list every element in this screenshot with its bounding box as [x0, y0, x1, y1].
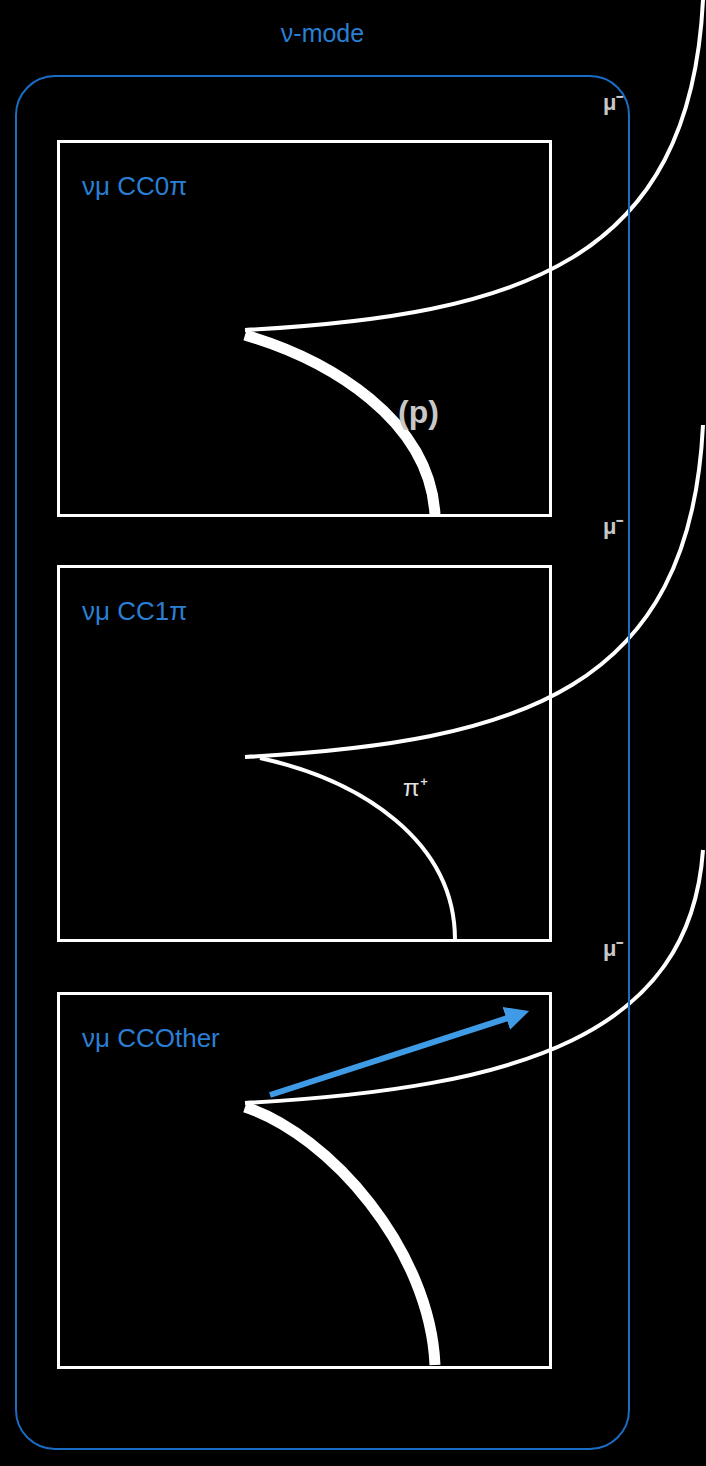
category-title: νμ CC0π	[82, 171, 187, 202]
category-title: νμ CC1π	[82, 596, 187, 627]
particle-label: π⁺	[403, 770, 428, 803]
particle-label: (p)	[398, 394, 439, 431]
event-category-box: νμ CC0π	[57, 140, 552, 517]
group-heading: ν-mode	[281, 19, 364, 48]
extra-particle-arrow	[270, 1014, 520, 1095]
muon-track	[245, 850, 703, 1103]
muon-track	[245, 0, 703, 330]
category-title: νμ CCOther	[82, 1023, 220, 1054]
particle-label: μ⁻	[603, 510, 623, 540]
hadron-track	[245, 1107, 435, 1365]
particle-label: μ⁻	[603, 86, 623, 116]
mode-group-box: ν-modeνμ CC0πνμ CC1πνμ CCOther	[15, 75, 630, 1450]
particle-label: μ⁻	[603, 932, 623, 962]
event-category-box: νμ CCOther	[57, 992, 552, 1369]
event-category-box: νμ CC1π	[57, 565, 552, 942]
pion-track	[260, 758, 455, 940]
muon-track	[245, 425, 703, 757]
